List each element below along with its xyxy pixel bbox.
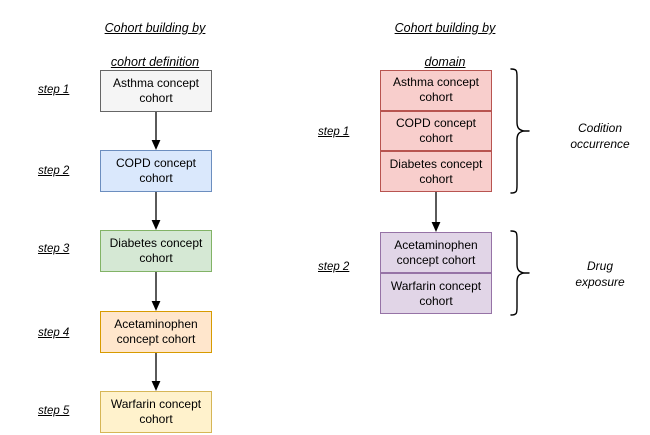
left-step-label-5: step 5 xyxy=(38,405,70,417)
right-arrow-1 xyxy=(429,192,443,233)
left-arrow-3 xyxy=(149,272,163,312)
brace-drug-exposure xyxy=(508,230,530,316)
right-panel-title: Cohort building by domain xyxy=(375,3,515,71)
left-panel-title-line2: cohort definition xyxy=(110,55,200,69)
left-step-label-3: step 3 xyxy=(38,243,70,255)
left-step-label-4: step 4 xyxy=(38,327,70,339)
left-arrow-1 xyxy=(149,112,163,151)
left-arrow-4 xyxy=(149,353,163,392)
left-panel-title-line1: Cohort building by xyxy=(104,21,206,35)
left-panel-title: Cohort building by cohort definition xyxy=(85,3,225,71)
right-step-label-2: step 2 xyxy=(318,261,350,273)
right-panel-title-line1: Cohort building by xyxy=(394,21,496,35)
left-arrow-2 xyxy=(149,192,163,231)
left-step-label-1: step 1 xyxy=(38,84,70,96)
right-panel-title-line2: domain xyxy=(424,55,466,69)
right-step-label-1: step 1 xyxy=(318,126,350,138)
brace-condition-occurrence xyxy=(508,68,530,194)
left-step-label-2: step 2 xyxy=(38,165,70,177)
